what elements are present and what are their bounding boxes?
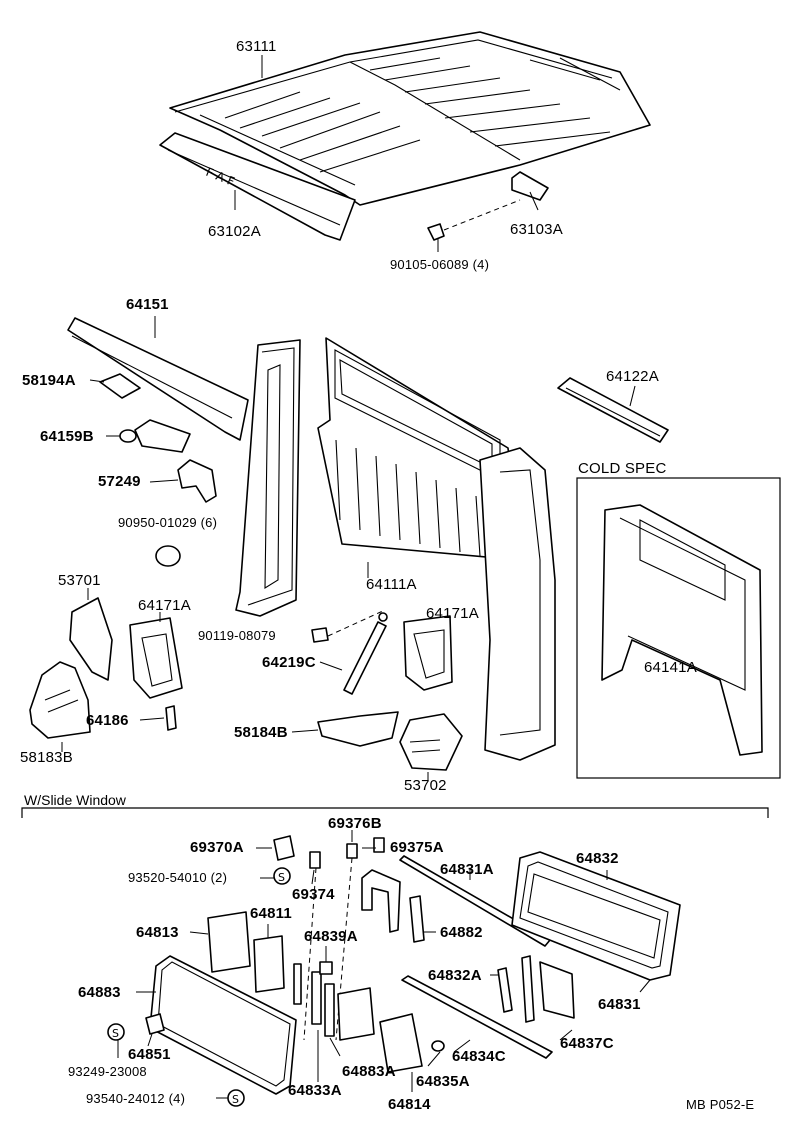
label-64837c: 64837C xyxy=(560,1035,614,1052)
glass-64814 xyxy=(379,1013,423,1073)
stopper-69376b xyxy=(346,843,358,859)
channel-64832a xyxy=(497,967,513,1013)
label-53701: 53701 xyxy=(58,572,101,589)
label-93520: 93520-54010 (2) xyxy=(128,870,228,885)
nut-69374 xyxy=(309,851,321,869)
label-57249: 57249 xyxy=(98,473,141,490)
rail-64151 xyxy=(67,317,249,441)
svg-text:S: S xyxy=(232,1093,239,1106)
latch-69370a xyxy=(273,835,295,861)
cold-spec-box xyxy=(576,477,781,779)
clip-64851 xyxy=(145,1013,165,1035)
label-64111a: 64111A xyxy=(366,576,417,593)
label-93540: 93540-24012 (4) xyxy=(86,1091,186,1106)
label-90950: 90950-01029 (6) xyxy=(118,515,218,530)
label-64151: 64151 xyxy=(126,296,169,313)
stopper-64835a xyxy=(431,1040,445,1052)
bracket-58184b xyxy=(317,711,399,747)
label-64141a: 64141A xyxy=(644,659,697,676)
s-screw-3: S xyxy=(227,1089,245,1107)
label-69370a: 69370A xyxy=(190,839,244,856)
label-64171a-right: 64171A xyxy=(426,605,479,622)
label-64832: 64832 xyxy=(576,850,619,867)
plug-icon xyxy=(155,545,181,567)
label-64882: 64882 xyxy=(440,924,483,941)
wheelhouse-58183b xyxy=(29,661,91,739)
hinge-57249 xyxy=(177,459,217,503)
label-69375a: 69375A xyxy=(390,839,444,856)
glass-64813 xyxy=(207,911,251,973)
quarter-panel xyxy=(479,447,556,761)
bolt-icon xyxy=(311,609,386,643)
label-58184b: 58184B xyxy=(234,724,288,741)
inner-64141a xyxy=(601,504,763,756)
label-64831a: 64831A xyxy=(440,861,494,878)
clip-69375a xyxy=(373,837,385,853)
run-64834c xyxy=(401,975,553,1059)
slide-window-title: W/Slide Window xyxy=(24,792,126,808)
label-64122a: 64122A xyxy=(606,368,659,385)
cold-spec-title: COLD SPEC xyxy=(578,460,667,477)
roof-panel xyxy=(169,31,651,206)
svg-text:S: S xyxy=(278,871,285,884)
label-64883a: 64883A xyxy=(342,1063,396,1080)
svg-text:S: S xyxy=(112,1027,119,1040)
label-90119: 90119-08079 xyxy=(198,628,276,643)
glass-frame-u xyxy=(361,869,401,933)
clip-64186 xyxy=(165,705,177,731)
support-53702 xyxy=(399,713,463,771)
pad-64171a-left xyxy=(129,617,183,699)
s-screw-2: S xyxy=(107,1023,125,1041)
label-53702: 53702 xyxy=(404,777,447,794)
label-64811: 64811 xyxy=(250,905,292,922)
pad-64171a-right xyxy=(403,615,453,691)
label-64186: 64186 xyxy=(86,712,129,729)
label-64159b: 64159B xyxy=(40,428,94,445)
outer-64122a xyxy=(557,377,669,443)
label-90105: 90105-06089 (4) xyxy=(390,257,490,272)
label-64219c: 64219C xyxy=(262,654,316,671)
label-69376b: 69376B xyxy=(328,815,382,832)
bracket-64159b xyxy=(119,419,191,453)
label-64883: 64883 xyxy=(78,984,121,1001)
roof-screw-icon xyxy=(427,199,521,241)
glass-small xyxy=(337,987,375,1041)
label-58194a: 58194A xyxy=(22,372,76,389)
label-63102a: 63102A xyxy=(208,223,261,240)
label-63103a: 63103A xyxy=(510,221,563,238)
s-screw-1: S xyxy=(273,867,291,885)
label-64813: 64813 xyxy=(136,924,179,941)
label-64831: 64831 xyxy=(598,996,641,1013)
glass-64837c xyxy=(521,955,575,1023)
label-64832a: 64832A xyxy=(428,967,482,984)
label-93249: 93249-23008 xyxy=(68,1064,147,1079)
roof-front-rail: F A F xyxy=(159,132,356,241)
label-64835a: 64835A xyxy=(416,1073,470,1090)
label-64834c: 64834C xyxy=(452,1048,506,1065)
diagram-code: MB P052-E xyxy=(686,1097,755,1112)
label-58183b: 58183B xyxy=(20,749,73,766)
label-64851: 64851 xyxy=(128,1046,171,1063)
label-63111: 63111 xyxy=(236,38,277,55)
slide-window-frame xyxy=(21,807,769,818)
stay-64219c xyxy=(343,612,388,695)
label-64171a-left: 64171A xyxy=(138,597,191,614)
seal-64832 xyxy=(511,851,681,981)
label-64814: 64814 xyxy=(388,1096,431,1113)
channel-64882 xyxy=(409,895,425,943)
runner-strips xyxy=(293,961,335,1037)
support-53701 xyxy=(69,597,113,681)
roof-rear-rail xyxy=(511,171,549,201)
bracket-58194a xyxy=(99,373,141,399)
label-64839a: 64839A xyxy=(304,928,358,945)
label-69374: 69374 xyxy=(292,886,335,903)
b-pillar xyxy=(235,339,301,617)
glass-64811 xyxy=(253,935,285,993)
label-64833a: 64833A xyxy=(288,1082,342,1099)
